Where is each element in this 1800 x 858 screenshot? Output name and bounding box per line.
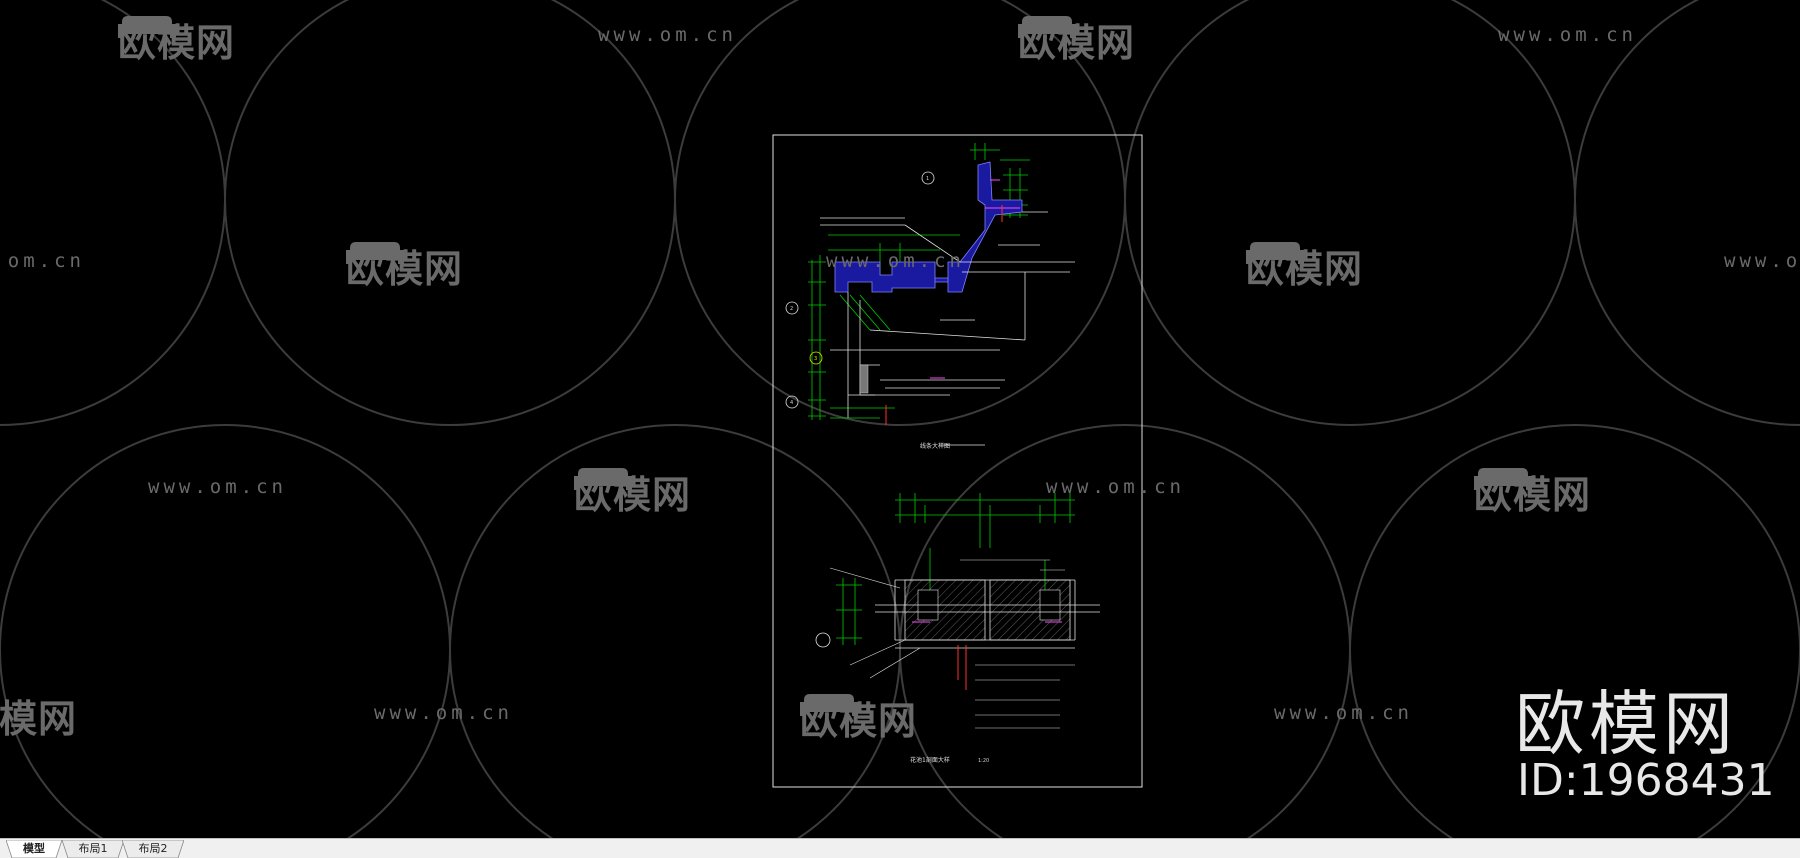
big-watermark-id: ID:1968431 [1517,755,1775,806]
marker-label: 1 [926,176,929,182]
tab-layout2-label: 布局2 [138,842,168,855]
tab-model-label: 模型 [23,842,45,855]
section2-title: 花池1剖面大样 [910,756,950,764]
section1-profile: 1 2 3 4 线条大样图 [785,143,1075,450]
section1-title: 线条大样图 [920,442,950,450]
drawing-sheet[interactable]: 1 2 3 4 线条大样图 [0,0,1800,838]
tab-layout1-label: 布局1 [78,842,108,855]
marker-label: 4 [790,400,793,406]
watermark-circles [0,0,1800,838]
tab-layout2[interactable]: 布局2 [122,840,184,858]
section2-scale: 1:20 [978,758,989,764]
layout-tab-bar: 模型 布局1 布局2 [0,838,1800,858]
cornice-profile-fill [834,161,1023,293]
section2-planter: 花池1剖面大样 1:20 [815,493,1100,764]
marker-label: 2 [790,306,793,312]
tab-shape [6,840,62,858]
marker-label: 3 [814,356,817,362]
tab-shape [62,840,124,858]
tab-shape [122,840,184,858]
tab-layout1[interactable]: 布局1 [62,840,124,858]
tab-model[interactable]: 模型 [6,840,62,858]
cad-model-space[interactable]: 1 2 3 4 线条大样图 [0,0,1800,838]
sheet-border [772,134,1143,788]
big-watermark-logo: 欧模网 [1515,683,1737,765]
